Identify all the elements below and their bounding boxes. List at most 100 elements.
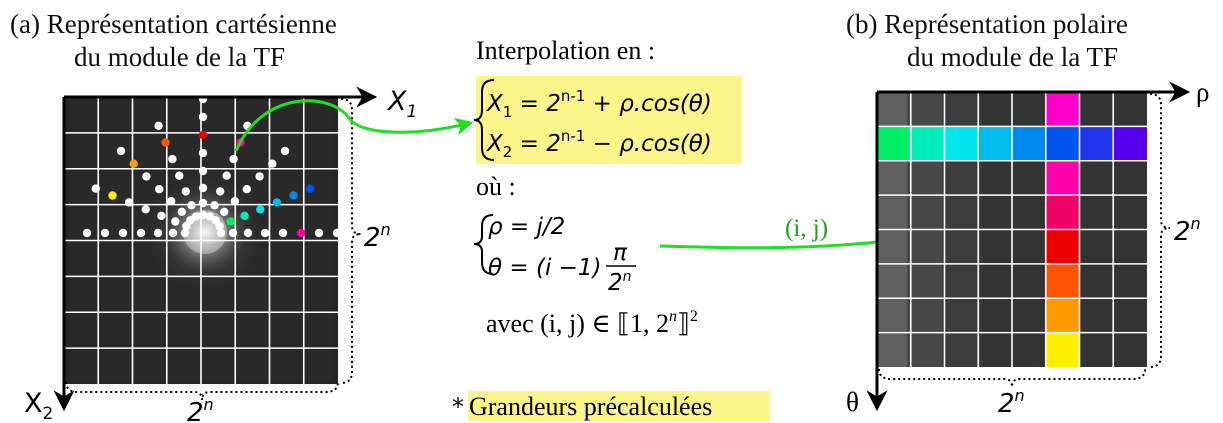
polar-grid — [877, 92, 1147, 367]
sample-dot — [229, 154, 238, 164]
left-title-line1: (a) Représentation cartésienne — [10, 9, 337, 39]
footnote-highlight — [468, 391, 770, 421]
sample-dot — [198, 78, 208, 88]
equation-x2: X2 = 2n-1 − ρ.cos(θ) — [486, 127, 712, 161]
polar-column-cell — [1045, 195, 1080, 230]
sample-dot — [268, 159, 277, 168]
polar-colored-cells — [877, 92, 1147, 367]
polar-column-cell — [1045, 229, 1080, 264]
sample-dot — [216, 187, 225, 196]
left-side-size-label: 2n — [364, 220, 391, 253]
sample-dot — [220, 207, 229, 216]
sample-dot — [198, 112, 208, 122]
polar-row-cell — [1113, 126, 1147, 161]
left-side-brace — [340, 98, 362, 384]
sample-dot — [82, 228, 92, 238]
sample-dot — [154, 121, 163, 130]
sample-dot — [215, 221, 224, 231]
rho-equation: ρ = j/2 — [488, 214, 565, 240]
polar-column-cell — [1045, 92, 1080, 127]
footnote-text: Grandeurs précalculées — [469, 392, 712, 421]
sample-dot — [228, 228, 238, 238]
sample-dot — [278, 228, 288, 238]
sample-dot — [260, 228, 270, 238]
sample-dot — [296, 228, 306, 238]
interpolation-highlight — [476, 76, 742, 164]
sample-dot — [242, 185, 251, 194]
sample-dot — [314, 228, 324, 238]
sample-dot — [153, 228, 163, 238]
cartesian-to-formula-arrow — [234, 99, 474, 152]
sample-dot — [240, 211, 249, 220]
sample-dot — [187, 201, 196, 210]
sample-dot — [155, 185, 164, 194]
sample-dot — [116, 146, 126, 156]
ij-label: (i, j) — [785, 215, 828, 242]
theta-fraction-den: 2n — [608, 269, 632, 296]
polar-row-cell — [1079, 126, 1114, 161]
sample-dot — [142, 172, 151, 181]
polar-row-cell — [877, 126, 911, 161]
sample-dot — [255, 172, 264, 181]
sample-dot — [243, 228, 253, 238]
polar-row-cell — [978, 126, 1012, 161]
left-bottom-size-label: 2n — [187, 395, 214, 423]
right-side-brace — [1149, 93, 1171, 368]
polar-sampling-dots — [82, 78, 358, 238]
interp-brace — [473, 79, 495, 161]
polar-column-cell — [1045, 160, 1080, 196]
sample-dot — [161, 138, 170, 147]
right-bottom-size-label: 2n — [998, 386, 1025, 419]
where-brace — [473, 214, 494, 275]
sample-dot — [226, 217, 235, 226]
sample-dot — [124, 198, 134, 207]
sample-dot — [168, 154, 177, 164]
sample-dot — [198, 130, 208, 140]
sample-dot — [306, 184, 315, 193]
sample-dot — [129, 159, 138, 168]
left-title-line2: du module de la TF — [74, 42, 285, 72]
sample-dot — [280, 146, 290, 156]
polar-row-cell — [1045, 126, 1080, 161]
sample-dot — [171, 217, 180, 226]
sample-dot — [222, 171, 231, 180]
sample-dot — [332, 228, 342, 238]
sample-dot — [198, 198, 208, 208]
sample-dot — [157, 211, 166, 220]
polar-row-cell — [1012, 126, 1046, 161]
sample-dot — [191, 212, 201, 221]
right-title-line1: (b) Représentation polaire — [846, 9, 1128, 39]
theta-fraction-num: π — [613, 240, 628, 266]
where-label: où : — [476, 172, 516, 201]
theta-axis-label: θ — [846, 387, 859, 417]
sample-dot — [175, 171, 184, 180]
equation-x1: X1 = 2n-1 + ρ.cos(θ) — [486, 87, 712, 121]
rho-axis-label: ρ — [1196, 77, 1209, 107]
sample-dot — [177, 207, 186, 216]
polar-row-cell — [910, 126, 945, 161]
sample-dot — [118, 228, 128, 238]
footnote-star: * — [452, 393, 464, 421]
polar-row-cell — [944, 126, 979, 161]
right-bottom-brace — [878, 368, 1146, 388]
polar-column-cell — [1045, 332, 1080, 367]
sample-dot — [198, 210, 208, 220]
sample-dot — [198, 166, 208, 176]
sample-dot — [210, 201, 219, 210]
sample-dot — [136, 228, 146, 238]
sample-dot — [256, 205, 265, 214]
sample-dot — [91, 184, 101, 193]
sample-dot — [141, 205, 150, 214]
sample-dot — [168, 228, 178, 238]
left-bottom-brace — [65, 381, 339, 401]
x2-axis-label: X2 — [24, 388, 53, 423]
sample-dot — [348, 228, 358, 238]
sample-dot — [100, 228, 110, 238]
right-side-size-label: 2n — [1174, 214, 1201, 247]
sample-dot — [180, 228, 190, 238]
theta-equation: θ = (i −1) — [488, 255, 602, 281]
polar-column-cell — [1045, 263, 1080, 299]
right-title-line2: du module de la TF — [907, 42, 1118, 72]
sample-dot — [272, 198, 282, 207]
